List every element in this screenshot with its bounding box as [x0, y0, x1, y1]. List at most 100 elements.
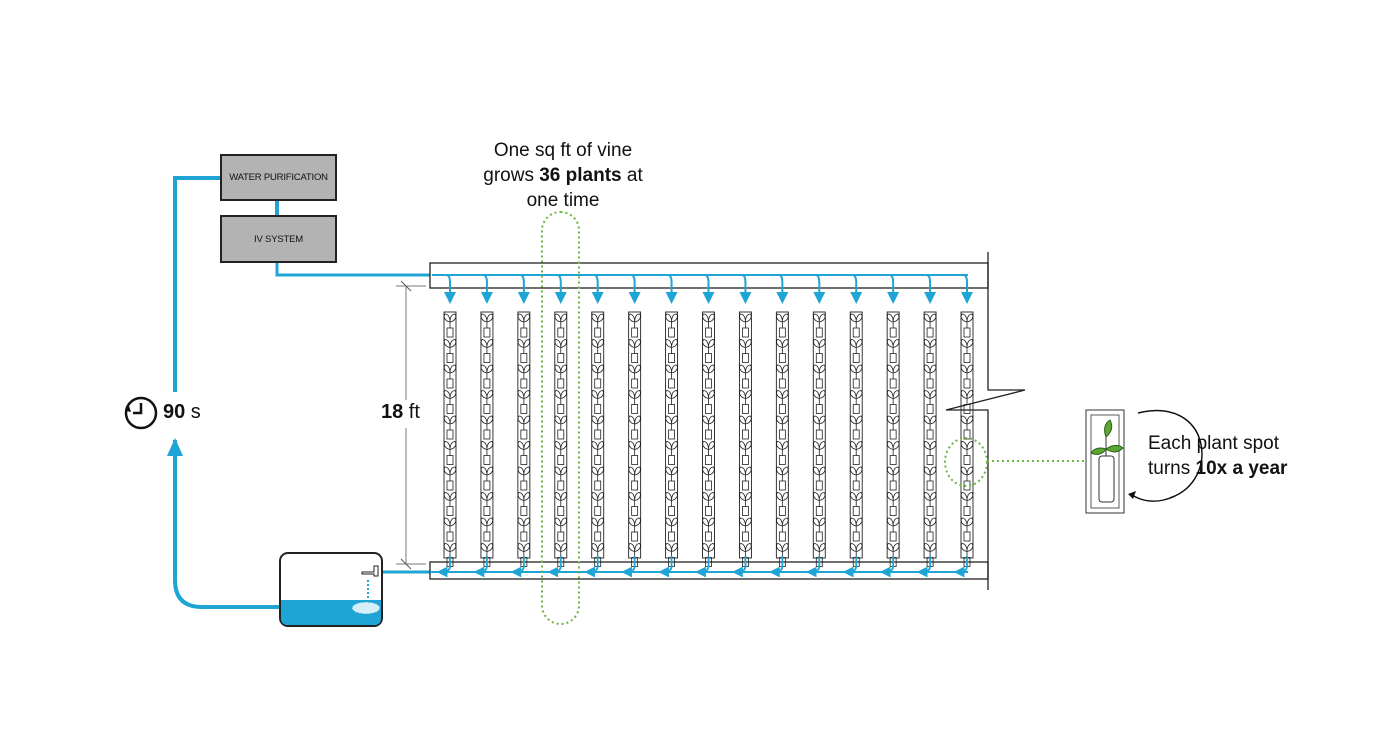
plant-spot — [628, 390, 641, 414]
plant-spot — [702, 492, 715, 516]
plant-spot — [960, 466, 974, 491]
vine-label-prefix: grows — [483, 165, 540, 186]
plant-spot — [480, 313, 494, 338]
plant-spot — [960, 364, 974, 389]
plant-spot — [628, 415, 641, 440]
plant-spot — [628, 466, 641, 491]
plant-spot — [739, 415, 752, 440]
plant-spot — [960, 313, 974, 338]
plant-spot — [923, 390, 937, 414]
plant-spot — [665, 339, 678, 363]
feed-pipe-left — [173, 176, 220, 392]
vine-label-line2: grows 36 plants at — [440, 163, 686, 188]
plant-spot — [813, 313, 826, 338]
plant-spot — [739, 492, 752, 516]
water-purification-label: WATER PURIFICATION — [229, 172, 328, 183]
vine-label-line1: One sq ft of vine — [493, 140, 633, 161]
plant-spot — [850, 517, 863, 542]
vine-label-suffix: at — [621, 165, 643, 186]
plant-spot — [554, 313, 567, 338]
plant-spot — [702, 364, 715, 389]
reservoir — [279, 552, 383, 627]
plant-spot — [591, 517, 604, 542]
plant-spot — [665, 466, 678, 491]
vine-column — [732, 274, 752, 578]
plant-spot — [591, 390, 604, 414]
plant-spot — [739, 441, 752, 465]
plant-spot — [517, 492, 531, 516]
plant-spot — [591, 313, 604, 338]
plant-spot — [591, 492, 604, 516]
vine-column — [768, 274, 789, 578]
plant-spot — [923, 466, 937, 491]
plant-spot — [628, 339, 641, 363]
plant-spot — [850, 415, 863, 440]
vine-column — [805, 274, 826, 578]
plant-spot — [923, 415, 937, 440]
plant-spot — [517, 466, 531, 491]
plant-spot — [702, 313, 715, 338]
plant-spot-detail — [1085, 409, 1203, 514]
plant-spot — [702, 466, 715, 491]
plant-spot — [960, 339, 974, 363]
plant-spot — [923, 492, 937, 516]
plant-spot — [813, 466, 826, 491]
plant-spot — [813, 517, 826, 542]
plant-spot — [886, 466, 900, 491]
clock-icon — [124, 396, 158, 430]
plant-spot — [813, 415, 826, 440]
plant-spot — [850, 364, 863, 389]
plant-spot — [517, 390, 531, 414]
plant-spot — [776, 517, 789, 542]
plant-spot — [776, 364, 789, 389]
plant-spot-prefix: turns — [1148, 458, 1196, 479]
plant-spot — [591, 415, 604, 440]
timer-label: 90 s — [163, 401, 201, 424]
height-value: 18 — [381, 401, 404, 423]
timer-unit: s — [185, 401, 201, 423]
plant-spot — [628, 364, 641, 389]
plant-spot — [813, 339, 826, 363]
plant-spot — [591, 441, 604, 465]
plant-spot — [554, 364, 567, 389]
plant-spot — [960, 415, 974, 440]
plant-spot — [813, 390, 826, 414]
plant-spot — [517, 517, 531, 542]
plant-spot — [776, 415, 789, 440]
iv-system-label: IV SYSTEM — [254, 233, 303, 245]
vine-column — [953, 274, 974, 578]
plant-spot — [628, 492, 641, 516]
plant-spot — [480, 415, 494, 440]
plant-spot — [960, 441, 974, 465]
plant-spot — [554, 517, 567, 542]
water-purification-box: WATER PURIFICATION — [220, 154, 337, 201]
plant-spot — [591, 466, 604, 491]
plant-spot — [739, 339, 752, 363]
plant-spot — [517, 313, 531, 338]
plant-spot — [517, 441, 531, 465]
plant-spot — [886, 390, 900, 414]
vine-column — [584, 274, 605, 578]
plant-spot — [665, 441, 678, 465]
plant-spot — [665, 313, 678, 338]
plant-spot — [923, 339, 937, 363]
plant-spot — [850, 313, 863, 338]
plant-spot — [923, 441, 937, 465]
plant-spot — [443, 492, 457, 516]
vine-column — [473, 274, 494, 578]
plant-spot — [665, 390, 678, 414]
plant-spot — [886, 364, 900, 389]
plant-spot — [739, 364, 752, 389]
plant-spot — [813, 492, 826, 516]
plant-spot — [591, 339, 604, 363]
plant-spot — [923, 313, 937, 338]
plant-spot — [665, 517, 678, 542]
timer-value: 90 — [163, 401, 186, 423]
iv-system-box: IV SYSTEM — [220, 215, 337, 263]
plant-spot — [739, 313, 752, 338]
plant-spot — [886, 339, 900, 363]
plant-spot — [776, 339, 789, 363]
plant-spot — [813, 364, 826, 389]
plant-spot — [850, 441, 863, 465]
